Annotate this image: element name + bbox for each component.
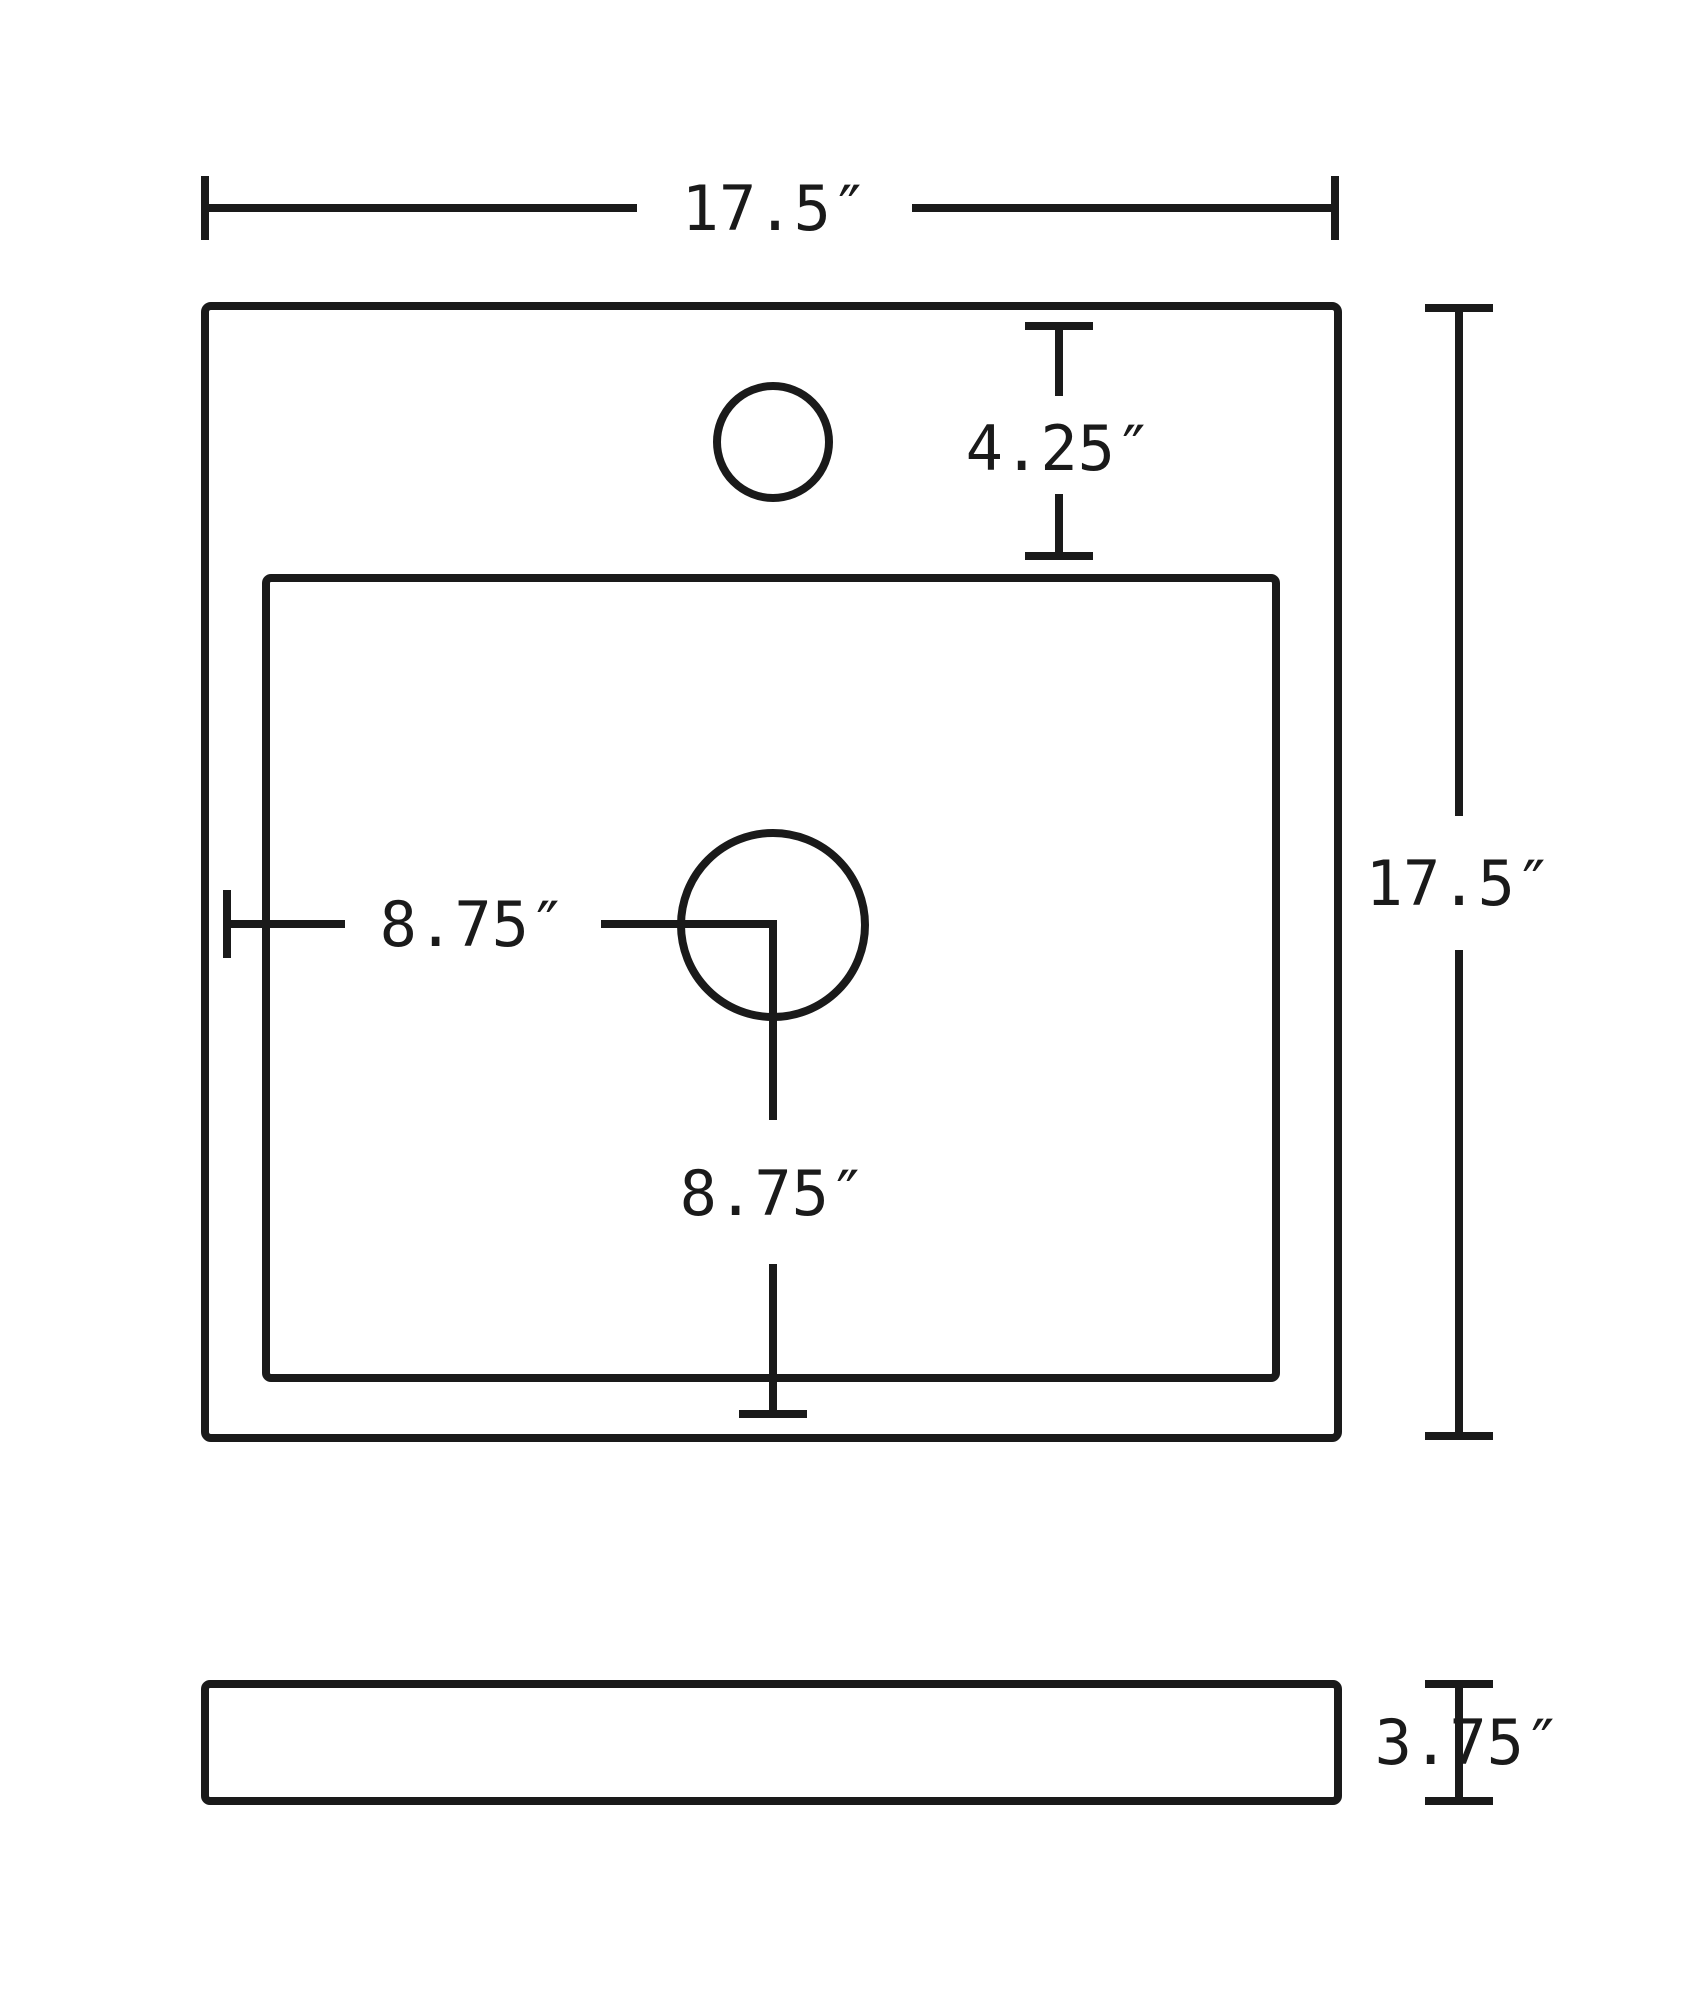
sink-outer-outline (201, 302, 1342, 1442)
side-height-dimension: 3.75″ (1375, 1680, 1562, 1805)
drain-horizontal-label: 8.75″ (380, 888, 567, 961)
drain-horizontal-dimension: 8.75″ (223, 888, 777, 961)
faucet-hole (713, 382, 833, 502)
top-width-dimension: 17.5″ (201, 172, 1339, 245)
top-width-label: 17.5″ (682, 172, 869, 245)
drain-vertical-dimension: 8.75″ (680, 920, 867, 1418)
drain-vertical-label: 8.75″ (680, 1157, 867, 1230)
side-height-label: 3.75″ (1375, 1706, 1562, 1779)
faucet-offset-dimension: 4.25″ (966, 322, 1153, 560)
side-view-outline (201, 1680, 1342, 1805)
right-depth-label: 17.5″ (1366, 847, 1553, 920)
right-depth-dimension: 17.5″ (1366, 304, 1553, 1440)
faucet-offset-label: 4.25″ (966, 412, 1153, 485)
